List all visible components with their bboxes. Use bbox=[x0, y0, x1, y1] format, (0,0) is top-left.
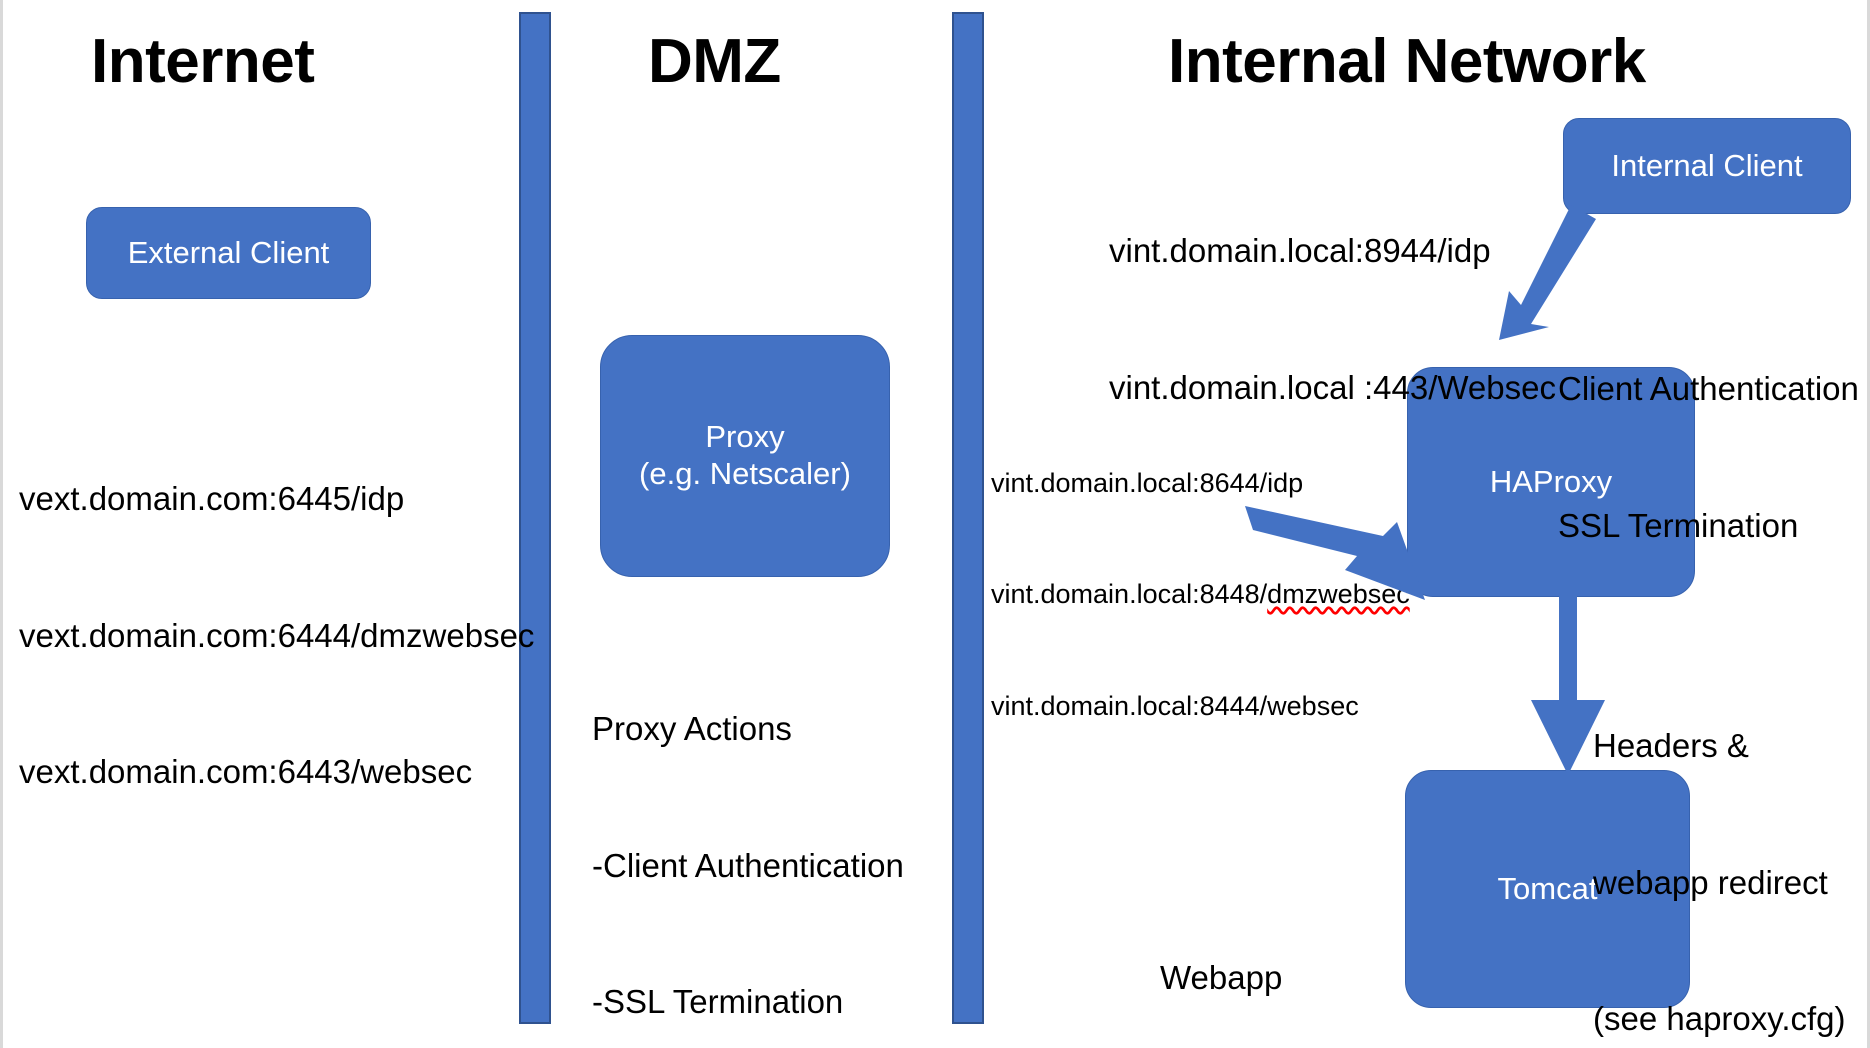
arrow-haproxy-to-tomcat-icon bbox=[1531, 595, 1605, 775]
external-url-line: vext.domain.com:6443/websec bbox=[19, 753, 473, 791]
text-webapp-configuration: Webapp configuration (See server.xml) bbox=[1160, 864, 1400, 1048]
text-internal-client-urls: vint.domain.local:8944/idp vint.domain.l… bbox=[1109, 137, 1556, 501]
node-proxy-label-line2: (e.g. Netscaler) bbox=[639, 456, 851, 491]
proxy-actions-item: -Client Authentication bbox=[592, 846, 904, 884]
headers-redirect-reference: (see haproxy.cfg) bbox=[1593, 1000, 1846, 1038]
headers-redirect-line: Headers & bbox=[1593, 727, 1749, 765]
arrow-internal-client-to-haproxy-icon bbox=[1499, 205, 1596, 340]
vint-public-url-line: vint.domain.local :443/Websec bbox=[1109, 368, 1556, 406]
node-haproxy[interactable]: HAProxy bbox=[1407, 367, 1695, 597]
proxy-actions-item: -SSL Termination bbox=[592, 983, 844, 1021]
node-internal-client-label: Internal Client bbox=[1611, 147, 1803, 183]
zone-divider-internet-dmz bbox=[519, 12, 551, 1024]
client-auth-line: Client Authentication bbox=[1558, 370, 1859, 408]
external-url-line: vext.domain.com:6444/dmzwebsec bbox=[19, 616, 535, 654]
text-external-client-urls: vext.domain.com:6445/idp vext.domain.com… bbox=[19, 385, 534, 886]
node-external-client[interactable]: External Client bbox=[86, 207, 371, 299]
arrow-inbound-to-haproxy-icon bbox=[1245, 506, 1425, 600]
vint-internal-url-prefix: vint.domain.local:8448/ bbox=[991, 579, 1268, 610]
zone-title-internet: Internet bbox=[91, 27, 315, 96]
headers-redirect-line: webapp redirect bbox=[1593, 863, 1828, 901]
zone-title-dmz: DMZ bbox=[648, 27, 781, 96]
node-external-client-label: External Client bbox=[127, 234, 330, 270]
text-headers-webapp-redirect: Headers & webapp redirect (see haproxy.c… bbox=[1593, 632, 1846, 1048]
node-proxy-label-line1: Proxy bbox=[705, 419, 785, 455]
external-url-line: vext.domain.com:6445/idp bbox=[19, 480, 405, 518]
node-haproxy-label: HAProxy bbox=[1489, 463, 1613, 499]
text-proxy-actions: Proxy Actions -Client Authentication -SS… bbox=[592, 615, 937, 1048]
vint-internal-url-line: vint.domain.local:8444/websec bbox=[991, 691, 1359, 721]
client-auth-line: SSL Termination bbox=[1558, 506, 1799, 544]
webapp-config-line: Webapp bbox=[1160, 959, 1283, 997]
node-tomcat[interactable]: Tomcat bbox=[1405, 770, 1690, 1008]
zone-title-internal-network: Internal Network bbox=[1168, 27, 1646, 96]
zone-divider-dmz-internal bbox=[952, 12, 984, 1024]
vint-internal-url-line: vint.domain.local:8644/idp bbox=[991, 467, 1304, 498]
vint-public-url-line: vint.domain.local:8944/idp bbox=[1109, 232, 1491, 270]
text-haproxy-backend-urls: vint.domain.local:8644/idp vint.domain.l… bbox=[991, 390, 1410, 800]
text-client-auth-ssl-termination: Client Authentication SSL Termination bbox=[1558, 275, 1859, 639]
proxy-actions-heading: Proxy Actions bbox=[592, 710, 792, 748]
node-proxy[interactable]: Proxy (e.g. Netscaler) bbox=[600, 335, 890, 577]
node-internal-client[interactable]: Internal Client bbox=[1563, 118, 1851, 214]
node-tomcat-label: Tomcat bbox=[1497, 870, 1598, 906]
vint-internal-url-line: vint.domain.local:8448/dmzwebsec bbox=[991, 576, 1410, 613]
